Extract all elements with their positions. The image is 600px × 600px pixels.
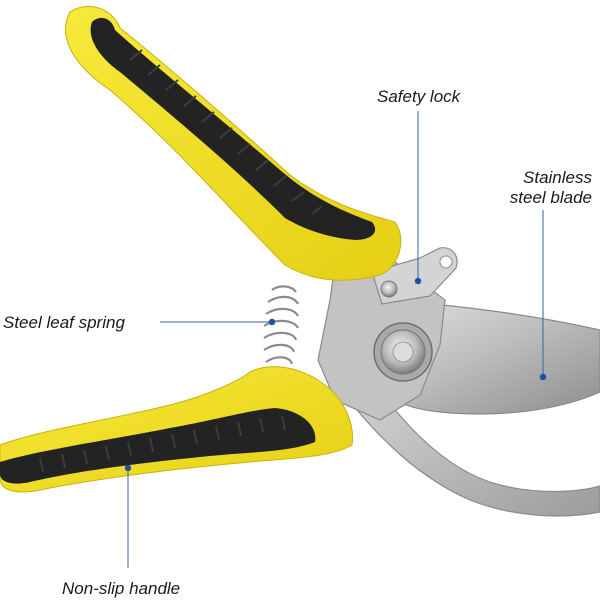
upper-grip-ridges xyxy=(129,49,323,215)
safety-lock-rivet xyxy=(380,280,398,298)
label-safety-lock: Safety lock xyxy=(377,87,461,106)
upper-grip xyxy=(90,17,376,241)
dot-safety-lock xyxy=(414,277,422,285)
label-non-slip-handle: Non-slip handle xyxy=(62,579,181,598)
steel-leaf-spring xyxy=(263,285,299,365)
lower-grip xyxy=(0,408,316,484)
label-steel-blade-line2: steel blade xyxy=(509,188,592,207)
label-steel-leaf-spring: Steel leaf spring xyxy=(3,313,125,332)
leader-lines xyxy=(127,111,544,568)
dot-blade xyxy=(539,373,547,381)
label-steel-blade: Stainless steel blade xyxy=(510,168,592,208)
pivot-bolt-center xyxy=(392,341,414,363)
label-steel-blade-line1: Stainless xyxy=(523,168,592,187)
safety-lock-hole xyxy=(439,255,453,269)
dot-handle xyxy=(124,464,132,472)
dot-spring xyxy=(268,318,276,326)
hook-blade xyxy=(344,358,600,517)
lower-grip-ridges xyxy=(39,415,286,473)
leader-dots xyxy=(124,277,547,472)
